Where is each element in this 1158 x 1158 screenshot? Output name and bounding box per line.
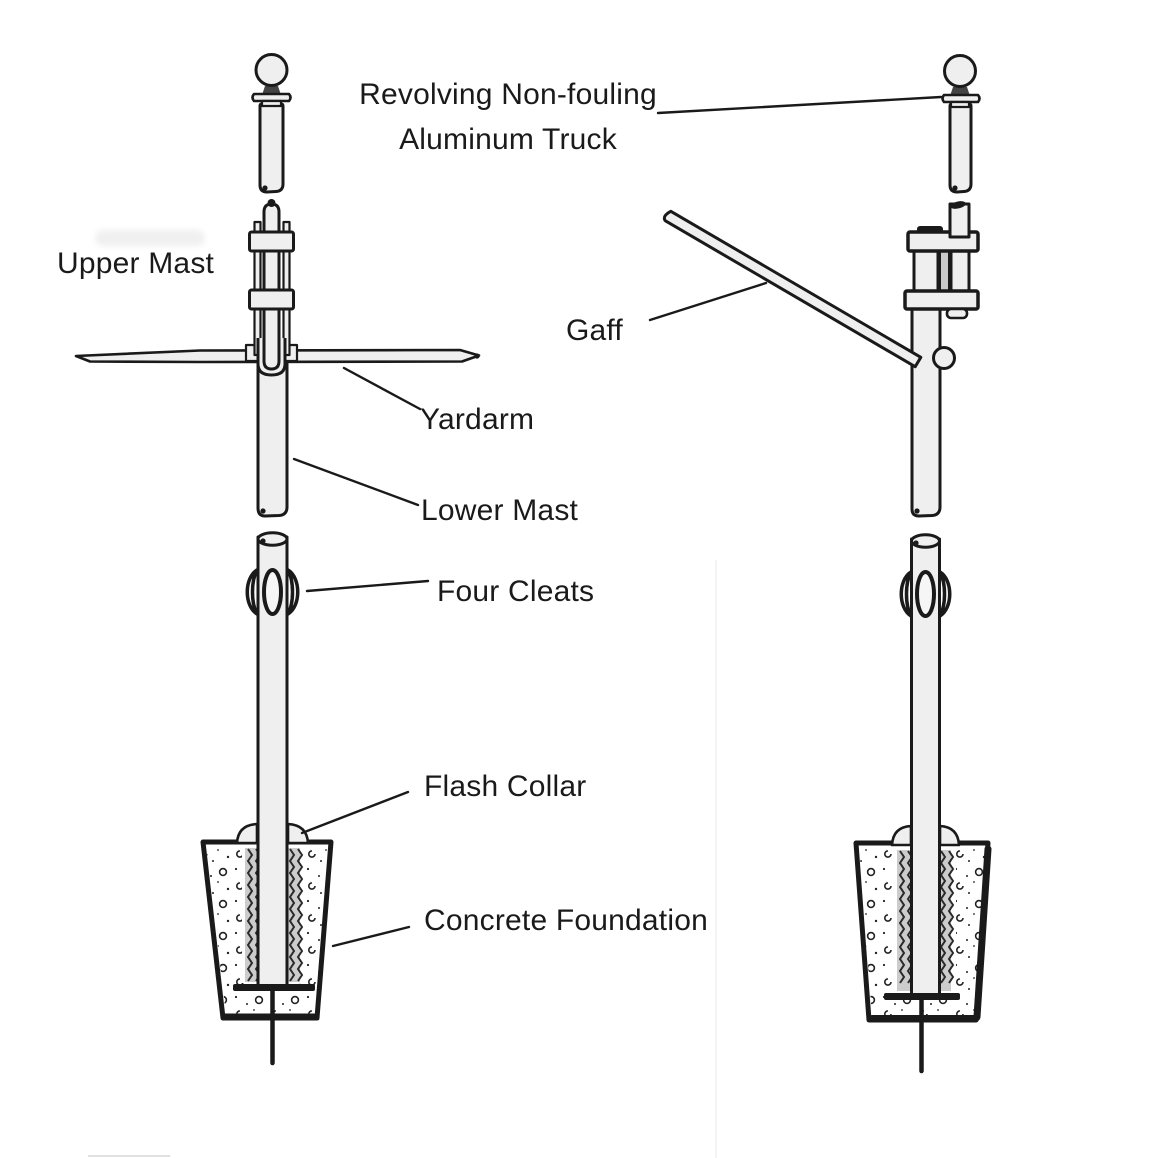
gaff-hinge-knob bbox=[932, 346, 956, 370]
truck-pole bbox=[258, 102, 285, 194]
scan-edge-mark bbox=[88, 1155, 170, 1157]
leader-line-yardarm bbox=[342, 366, 422, 411]
upper-stub-right bbox=[948, 202, 971, 239]
leader-line-truck bbox=[656, 95, 943, 115]
label-flash-collar: Flash Collar bbox=[424, 770, 587, 803]
gaff bbox=[662, 209, 923, 369]
label-four-cleats: Four Cleats bbox=[437, 575, 595, 608]
ball-truck bbox=[943, 54, 977, 88]
label-truck-line2: Aluminum Truck bbox=[399, 123, 617, 156]
label-truck-line1: Revolving Non-fouling bbox=[359, 78, 657, 111]
base-plate-left bbox=[233, 984, 315, 991]
concrete-foundation-left bbox=[200, 839, 334, 1021]
faded-print-artifact bbox=[95, 230, 205, 246]
flash-collar-right bbox=[890, 824, 961, 847]
leader-line-lower-mast bbox=[292, 457, 420, 507]
label-concrete-foundation: Concrete Foundation bbox=[424, 904, 708, 937]
upper-mast bbox=[244, 199, 299, 377]
flagpole-with-gaff bbox=[662, 54, 992, 1074]
truck-pole bbox=[948, 102, 973, 194]
label-yardarm: Yardarm bbox=[420, 403, 535, 436]
leader-line-four-cleats bbox=[305, 579, 430, 593]
label-upper-mast: Upper Mast bbox=[57, 247, 215, 280]
four-cleats-left bbox=[245, 568, 300, 616]
ball-truck bbox=[254, 53, 289, 87]
four-cleats-right bbox=[899, 570, 952, 618]
mast-clamp-band bbox=[248, 230, 295, 253]
flagpole-with-yardarm bbox=[74, 53, 481, 1066]
lower-mast-upper-section bbox=[256, 361, 289, 518]
base-plate-right bbox=[884, 993, 960, 1000]
revolving-truck-right bbox=[941, 54, 981, 194]
revolving-truck-left bbox=[251, 53, 292, 194]
label-lower-mast: Lower Mast bbox=[421, 494, 579, 527]
gaff-clamp-bracket bbox=[903, 201, 980, 320]
leader-line-flash-collar bbox=[300, 790, 410, 835]
label-truck: Revolving Non-fouling Aluminum Truck bbox=[323, 72, 693, 162]
flash-collar-left bbox=[235, 822, 310, 845]
pole-upper-section-right bbox=[910, 307, 942, 518]
mast-clamp-band bbox=[248, 288, 295, 311]
leader-line-concrete-foundation bbox=[331, 925, 411, 948]
leader-line-gaff bbox=[648, 281, 768, 322]
label-gaff: Gaff bbox=[566, 314, 623, 347]
page-fold-line bbox=[715, 560, 717, 1158]
